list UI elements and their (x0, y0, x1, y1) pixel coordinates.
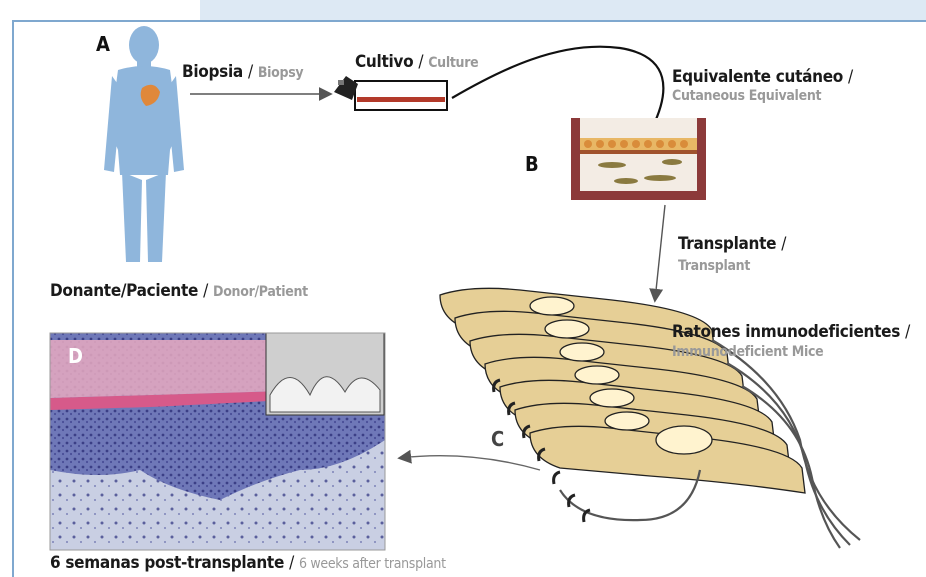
transplant-label-es: Transplante (678, 234, 776, 254)
donor-label-en: Donor/Patient (213, 284, 308, 300)
culture-label-sep: / (418, 52, 423, 72)
transplant-label-en: Transplant (678, 258, 750, 274)
panel-label-a: A (96, 32, 110, 56)
culture-label: Cultivo / Culture (355, 52, 478, 72)
weeks-label-es: 6 semanas post-transplante (50, 553, 284, 573)
mice-label-sep: / (905, 322, 910, 342)
biopsy-label-sep: / (248, 62, 253, 82)
culture-label-es: Cultivo (355, 52, 413, 72)
weeks-label-en: 6 weeks after transplant (299, 556, 446, 572)
transplant-label-sep: / (781, 234, 786, 254)
mice-label-en: Immunodeficient Mice (672, 344, 823, 360)
histology-image (50, 333, 385, 550)
donor-label-es: Donante/Paciente (50, 281, 198, 301)
panel-label-d: D (68, 344, 83, 368)
human-figure-icon (104, 26, 184, 262)
mice-label-es: Ratones inmunodeficientes (672, 322, 900, 342)
equivalent-label: Equivalente cutáneo / (672, 67, 853, 87)
weeks-label-sep: / (289, 553, 294, 573)
donor-label-sep: / (203, 281, 208, 301)
equivalent-label-en: Cutaneous Equivalent (672, 88, 821, 104)
culture-flask-icon (334, 76, 447, 110)
panel-label-c: C (491, 427, 504, 451)
biopsy-label-es: Biopsia (182, 62, 243, 82)
histology-arrow (400, 456, 540, 470)
culture-label-en: Culture (428, 55, 478, 71)
equivalent-label-sep: / (848, 67, 853, 87)
weeks-label: 6 semanas post-transplante / 6 weeks aft… (50, 553, 446, 573)
biopsy-label: Biopsia / Biopsy (182, 62, 303, 82)
biopsy-label-en: Biopsy (258, 65, 304, 81)
panel-label-b: B (525, 152, 539, 176)
transplant-arrow (655, 205, 665, 300)
transplant-label: Transplante / (678, 234, 786, 254)
mice-label: Ratones inmunodeficientes / (672, 322, 910, 342)
donor-label: Donante/Paciente / Donor/Patient (50, 281, 308, 301)
equivalent-label-es: Equivalente cutáneo (672, 67, 843, 87)
cutaneous-equivalent-icon (571, 118, 706, 200)
